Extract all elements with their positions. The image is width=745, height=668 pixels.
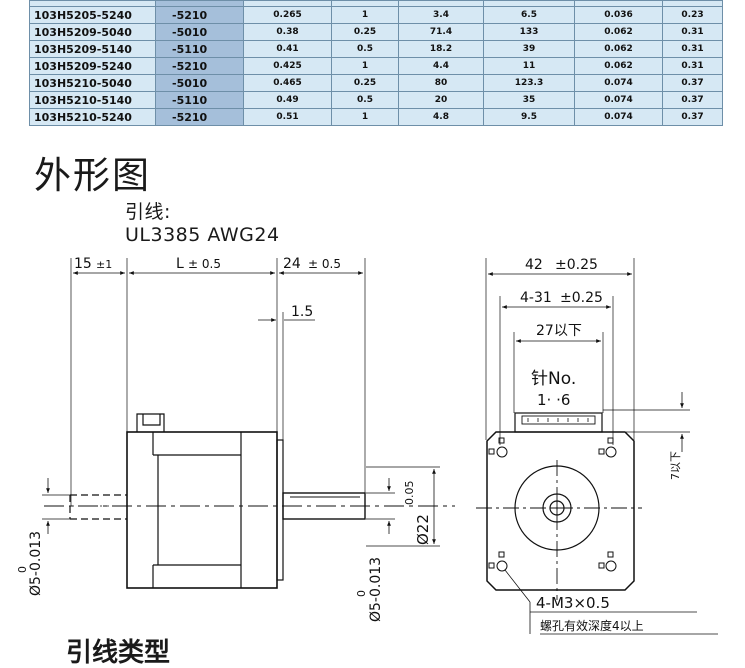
dim-front-shaft-dia: Ø5-0.013 [368, 557, 384, 622]
table-cell: 103H5209-5140 [29, 40, 156, 58]
table-cell: -5210 [155, 6, 244, 24]
dim-hole-pitch-tol: ±0.25 [560, 290, 603, 306]
dim-body-length-tol: ± 0.5 [188, 257, 221, 271]
section-title: 外形图 [34, 154, 151, 197]
dim-body-length: L [176, 256, 184, 272]
table-cell: -5110 [155, 40, 244, 58]
dim-rear-shaft-dia: Ø5-0.013 [28, 531, 44, 596]
dim-front-width: 42 [525, 257, 543, 273]
dim-hole-pitch: 4-31 [520, 290, 552, 306]
side-view [42, 258, 455, 589]
lead-wire-label: 引线: UL3385 AWG24 [125, 201, 280, 247]
dim-front-shaft-dia-zero: 0 [355, 590, 368, 597]
table-cell: -5010 [155, 23, 244, 41]
dim-pilot: Ø22 [414, 514, 432, 545]
lead-type-title: 引线类型 [66, 638, 171, 668]
dim-front-shaft: 24 [283, 256, 301, 272]
pin-label: 针No. [531, 369, 576, 389]
side-connector [136, 413, 165, 432]
table-cell: -5110 [155, 91, 244, 109]
table-cell: 0.31 [662, 57, 723, 75]
front-flange [276, 439, 284, 581]
dim-connector-width: 27以下 [536, 323, 582, 339]
spec-table: 103H5205-5040-5010103H5205-5240-52100.26… [29, 0, 723, 126]
table-cell: 103H5210-5240 [29, 108, 156, 126]
table-cell: 0.074 [574, 108, 663, 126]
screw-depth: 螺孔有效深度4以上 [540, 618, 644, 633]
dim-rear-shaft-dia-zero: 0 [16, 566, 29, 573]
dim-pilot-tol: 0.05 [403, 481, 416, 506]
front-outline [486, 431, 635, 591]
table-cell: 103H5210-5140 [29, 91, 156, 109]
dim-rear-shaft-tol: ±1 [96, 258, 112, 271]
lead-wire-title: 引线: [125, 201, 171, 223]
lead-wire-spec: UL3385 AWG24 [125, 224, 280, 246]
mounting-holes [488, 437, 617, 572]
dim-front-width-tol: ±0.25 [555, 257, 598, 273]
table-cell: 1 [331, 108, 399, 126]
table-cell: -5210 [155, 57, 244, 75]
front-connector [514, 412, 603, 433]
dim-flange: 1.5 [291, 304, 313, 320]
table-cell: 103H5210-5040 [29, 74, 156, 92]
rear-shaft [69, 494, 127, 520]
table-cell: 0.37 [662, 108, 723, 126]
dim-rear-shaft: 15 [74, 256, 92, 272]
table-cell: 103H5209-5040 [29, 23, 156, 41]
body-inner-steps [152, 432, 242, 588]
pin-range: 1· ·6 [537, 391, 570, 409]
dim-front-shaft-tol: ± 0.5 [308, 257, 341, 271]
screw-spec: 4-M3×0.5 [536, 594, 610, 612]
dim-connector-height: 7以下 [669, 451, 682, 480]
table-cell: 103H5209-5240 [29, 57, 156, 75]
front-view [476, 258, 718, 635]
table-cell: 9.5 [483, 108, 575, 126]
table-cell: -5210 [155, 108, 244, 126]
